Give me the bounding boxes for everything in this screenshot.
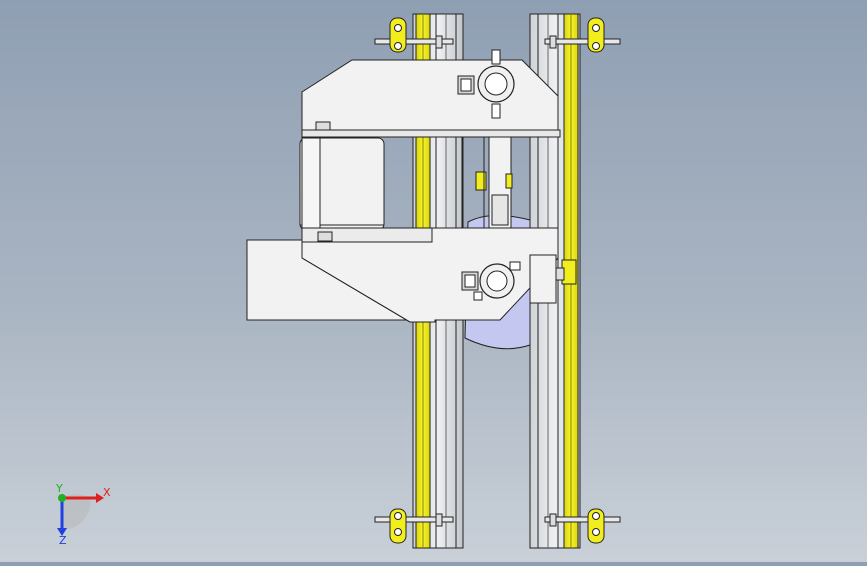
upper-coupling xyxy=(457,49,515,119)
z-axis-label: Z xyxy=(59,534,67,547)
upper-housing xyxy=(301,59,561,139)
side-actuator xyxy=(555,259,577,285)
x-axis-label: X xyxy=(103,486,111,499)
y-axis-dot-icon xyxy=(58,494,66,502)
z-axis-arrow-icon xyxy=(57,528,67,536)
lower-housing xyxy=(246,227,559,323)
x-axis-arrow-icon xyxy=(96,493,104,503)
clamp-top-right xyxy=(544,17,621,53)
y-axis-label: Y xyxy=(55,482,63,495)
clamp-bottom-right xyxy=(544,508,621,544)
axis-triad: X Y Z xyxy=(55,482,111,547)
center-column xyxy=(461,119,513,286)
motor-body xyxy=(299,137,385,231)
clamp-bottom-left xyxy=(374,508,454,544)
lower-coupling xyxy=(461,261,521,301)
clamp-top-left xyxy=(374,17,454,53)
